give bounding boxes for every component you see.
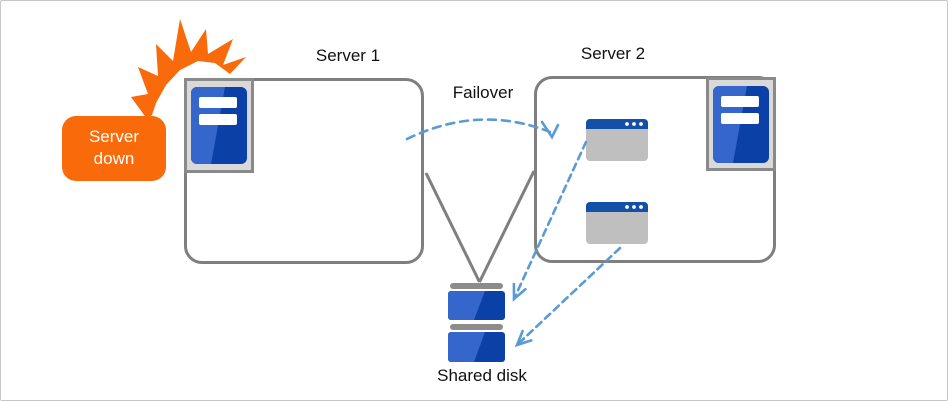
server1-tower-icon bbox=[184, 78, 254, 173]
shared-disk-label: Shared disk bbox=[437, 366, 527, 385]
server2-tower-icon bbox=[706, 77, 776, 171]
server2-disk-line bbox=[478, 170, 536, 283]
application-window-icon-2 bbox=[586, 202, 648, 249]
failover-label: Failover bbox=[452, 83, 514, 102]
disk-access-arrowhead-2 bbox=[514, 329, 533, 348]
server-down-badge: Server down bbox=[62, 116, 166, 181]
disk-access-arrowhead-1 bbox=[512, 282, 527, 302]
server2-label: Server 2 bbox=[580, 44, 646, 63]
server1-disk-line bbox=[424, 172, 481, 283]
server-down-line1: Server bbox=[88, 127, 140, 146]
server-tower-icon bbox=[191, 87, 247, 164]
server-tower-icon bbox=[713, 85, 769, 163]
shared-disk-icon bbox=[448, 282, 505, 368]
application-window-icon-1 bbox=[586, 119, 648, 166]
server-down-line2: down bbox=[93, 149, 135, 168]
failover-arrow bbox=[405, 118, 552, 141]
server1-label: Server 1 bbox=[315, 46, 381, 65]
